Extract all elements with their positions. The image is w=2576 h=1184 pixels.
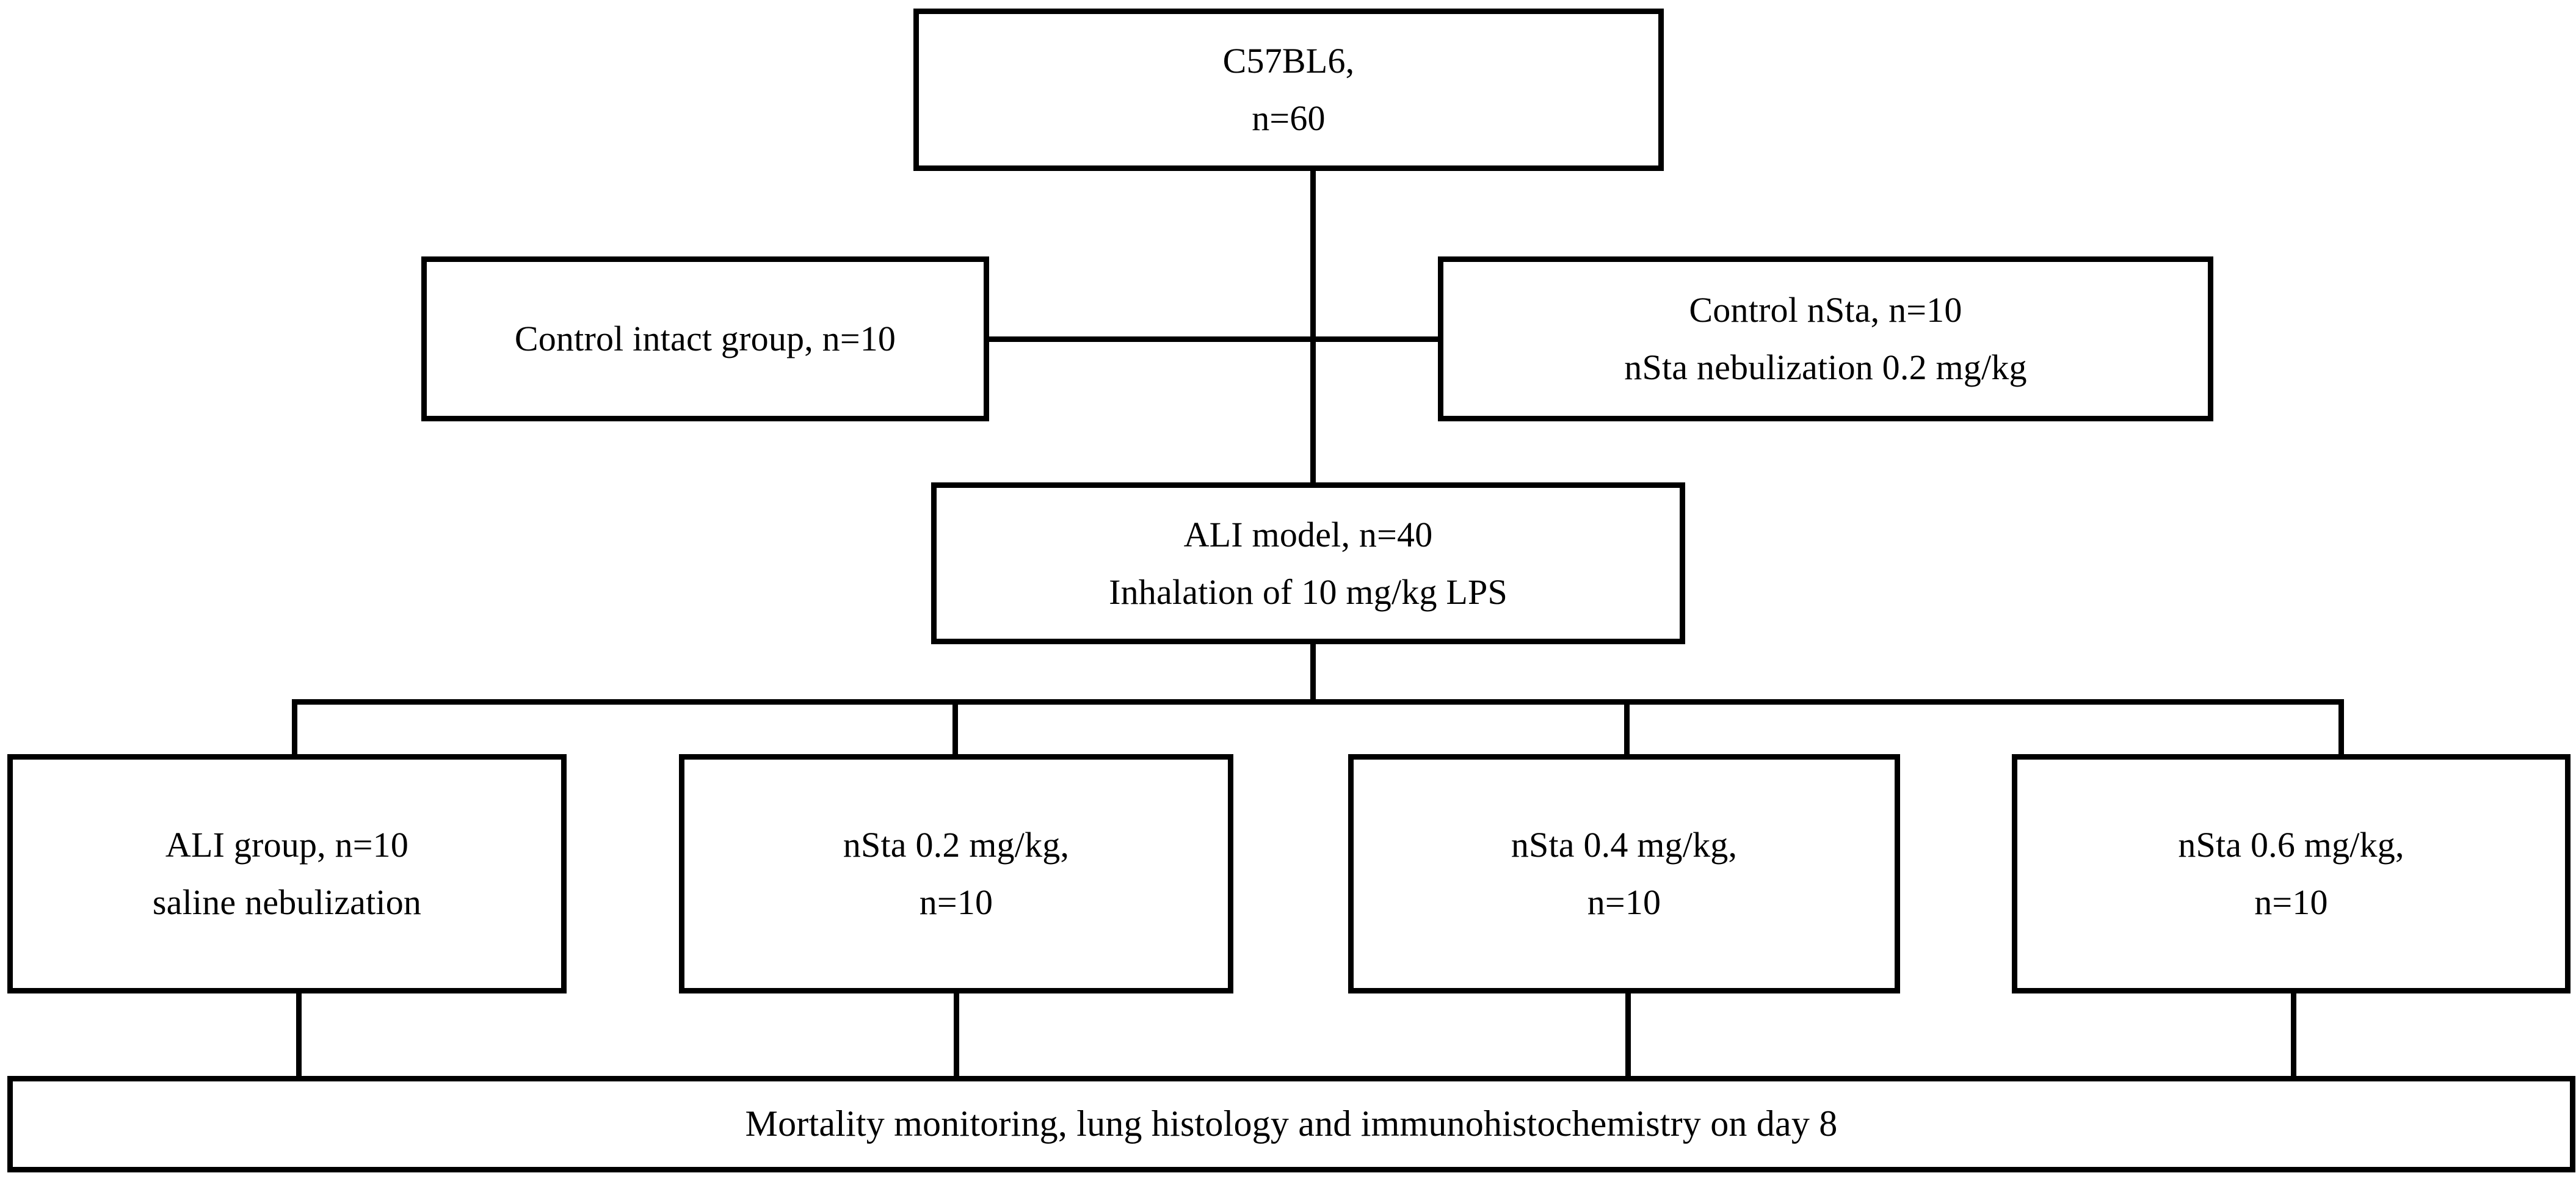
node-c57bl6-line-2: n=60 xyxy=(1252,98,1326,138)
node-ali-model: ALI model, n=40 Inhalation of 10 mg/kg L… xyxy=(931,482,1685,644)
node-nsta-0-2: nSta 0.2 mg/kg, n=10 xyxy=(679,754,1233,993)
connector-nsta-02-to-outcome xyxy=(954,993,959,1079)
node-outcome-measures: Mortality monitoring, lung histology and… xyxy=(7,1076,2575,1172)
node-ali-model-line-2: Inhalation of 10 mg/kg LPS xyxy=(1109,572,1508,612)
connector-bus-to-nsta-04 xyxy=(1624,699,1630,757)
node-c57bl6-line-1: C57BL6, xyxy=(1222,41,1355,81)
node-nsta-0-4-line-2: n=10 xyxy=(1587,882,1661,922)
node-control-nsta-line-1: Control nSta, n=10 xyxy=(1689,290,1962,330)
connector-ali-group-to-outcome xyxy=(296,993,302,1079)
node-nsta-0-6-line-1: nSta 0.6 mg/kg, xyxy=(2178,825,2404,865)
node-nsta-0-2-line-2: n=10 xyxy=(919,882,993,922)
node-nsta-0-4: nSta 0.4 mg/kg, n=10 xyxy=(1348,754,1900,993)
node-ali-group-line-2: saline nebulization xyxy=(152,882,422,922)
connector-nsta-04-to-outcome xyxy=(1625,993,1631,1079)
node-ali-group-line-1: ALI group, n=10 xyxy=(165,825,409,865)
connector-ali-model-to-bus xyxy=(1310,644,1316,702)
connector-fanout-bus xyxy=(292,699,2344,705)
connector-control-groups-link xyxy=(989,336,1438,342)
node-control-intact-group: Control intact group, n=10 xyxy=(421,256,989,421)
node-control-nsta-line-2: nSta nebulization 0.2 mg/kg xyxy=(1624,347,2027,387)
connector-root-to-ali-model xyxy=(1310,171,1316,482)
node-nsta-0-4-line-1: nSta 0.4 mg/kg, xyxy=(1511,825,1738,865)
node-ali-model-line-1: ALI model, n=40 xyxy=(1183,514,1433,554)
node-outcome-line-1: Mortality monitoring, lung histology and… xyxy=(745,1103,1838,1144)
connector-nsta-06-to-outcome xyxy=(2291,993,2296,1079)
node-ali-group: ALI group, n=10 saline nebulization xyxy=(7,754,567,993)
node-nsta-0-6: nSta 0.6 mg/kg, n=10 xyxy=(2012,754,2571,993)
node-c57bl6-cohort: C57BL6, n=60 xyxy=(913,9,1664,171)
connector-bus-to-nsta-06 xyxy=(2338,699,2344,757)
node-control-nsta: Control nSta, n=10 nSta nebulization 0.2… xyxy=(1438,256,2213,421)
node-nsta-0-6-line-2: n=10 xyxy=(2254,882,2328,922)
connector-bus-to-nsta-02 xyxy=(952,699,958,757)
node-nsta-0-2-line-1: nSta 0.2 mg/kg, xyxy=(843,825,1070,865)
connector-bus-to-ali-group xyxy=(292,699,297,757)
node-control-intact-line-1: Control intact group, n=10 xyxy=(514,319,896,359)
